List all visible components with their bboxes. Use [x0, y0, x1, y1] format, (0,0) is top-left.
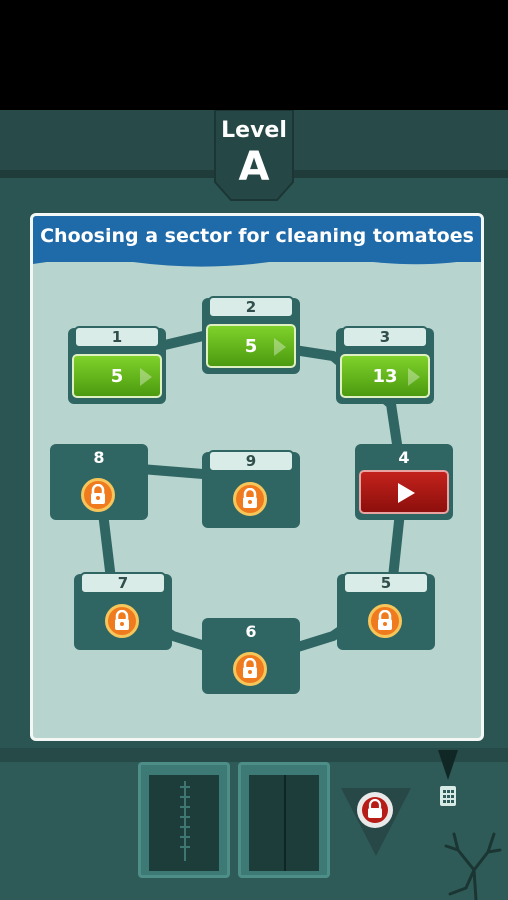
elevator-door-right[interactable] — [238, 762, 330, 878]
sector-score: 5 — [244, 336, 258, 357]
sector-score: 13 — [372, 366, 398, 387]
elevator-lock-button[interactable] — [339, 786, 413, 858]
keypad-icon[interactable] — [440, 786, 456, 806]
sector-node-7[interactable]: 7 — [74, 572, 172, 650]
top-black-bar — [0, 0, 508, 110]
play-icon — [398, 483, 415, 503]
sector-number: 8 — [93, 448, 105, 467]
sector-node-2[interactable]: 2 5 — [202, 296, 300, 374]
door-split-line — [284, 775, 286, 871]
lock-icon — [233, 652, 267, 686]
sector-number: 9 — [208, 450, 294, 472]
play-arrow-icon — [274, 338, 286, 356]
sector-number: 7 — [80, 572, 166, 594]
sector-number: 2 — [208, 296, 294, 318]
pointer-marker — [438, 750, 458, 780]
sector-node-4[interactable]: 4 — [355, 444, 453, 520]
sector-number: 1 — [74, 326, 160, 348]
sector-3-score-button[interactable]: 13 — [340, 354, 430, 398]
sector-number: 4 — [398, 448, 410, 467]
sector-number: 6 — [245, 622, 257, 641]
panel-header — [33, 216, 481, 267]
panel-title: Choosing a sector for cleaning tomatoes — [40, 225, 474, 247]
sector-node-3[interactable]: 3 13 — [336, 326, 434, 404]
sector-node-8[interactable]: 8 — [50, 444, 148, 520]
sector-node-5[interactable]: 5 — [337, 572, 435, 650]
floor-band — [0, 748, 508, 762]
sector-2-score-button[interactable]: 5 — [206, 324, 296, 368]
level-letter: A — [238, 144, 270, 190]
sector-1-score-button[interactable]: 5 — [72, 354, 162, 398]
sector-number: 3 — [342, 326, 428, 348]
dead-tree-icon — [444, 832, 502, 900]
sector-node-1[interactable]: 1 5 — [68, 326, 166, 404]
lock-icon — [105, 604, 139, 638]
level-tab — [214, 110, 294, 201]
lock-icon — [81, 478, 115, 512]
sector-4-play-button[interactable] — [359, 470, 449, 514]
chain-icon — [180, 781, 190, 861]
play-arrow-icon — [140, 368, 152, 386]
sector-node-9[interactable]: 9 — [202, 450, 300, 528]
level-label: Level — [221, 118, 287, 143]
play-arrow-icon — [408, 368, 420, 386]
sector-node-6[interactable]: 6 — [202, 618, 300, 694]
lock-icon — [233, 482, 267, 516]
sector-panel: Choosing a sector for cleaning tomatoes … — [30, 213, 484, 741]
header-wave — [33, 254, 481, 267]
sector-score: 5 — [110, 366, 124, 387]
elevator-door-left[interactable] — [138, 762, 230, 878]
sector-number: 5 — [343, 572, 429, 594]
lock-icon — [368, 604, 402, 638]
